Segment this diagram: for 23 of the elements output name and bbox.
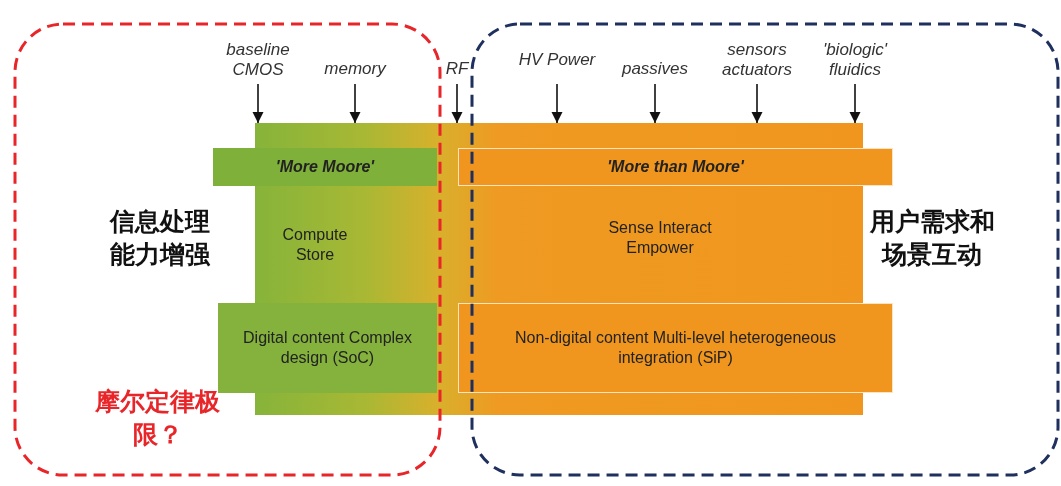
heading-bar: 'More Moore'	[213, 148, 437, 186]
arrow	[751, 83, 763, 124]
arrow	[349, 83, 361, 124]
band-text: Sense Interact Empower	[607, 218, 713, 258]
band-text: Compute Store	[281, 225, 349, 265]
arrow	[451, 83, 463, 124]
input-label: 'biologic' fluidics	[821, 40, 889, 80]
arrow	[551, 83, 563, 124]
content-box: Digital content Complex design (SoC)	[218, 303, 437, 393]
arrow	[849, 83, 861, 124]
heading-bar: 'More than Moore'	[458, 148, 893, 186]
input-label: RF	[444, 59, 470, 79]
input-label: sensors actuators	[721, 40, 793, 80]
side-heading: 用户需求和场景互动	[868, 206, 996, 271]
side-note: 摩尔定律极限？	[94, 386, 221, 451]
side-heading: 信息处理能力增强	[108, 206, 211, 271]
arrow	[649, 83, 661, 124]
input-label: passives	[620, 59, 690, 79]
arrow	[252, 83, 264, 124]
input-label: memory	[323, 59, 388, 79]
input-label: baseline CMOS	[225, 40, 291, 80]
content-box: Non-digital content Multi-level heterogeneous integration (SiP)	[458, 303, 893, 393]
input-label: HV Power	[517, 50, 597, 70]
